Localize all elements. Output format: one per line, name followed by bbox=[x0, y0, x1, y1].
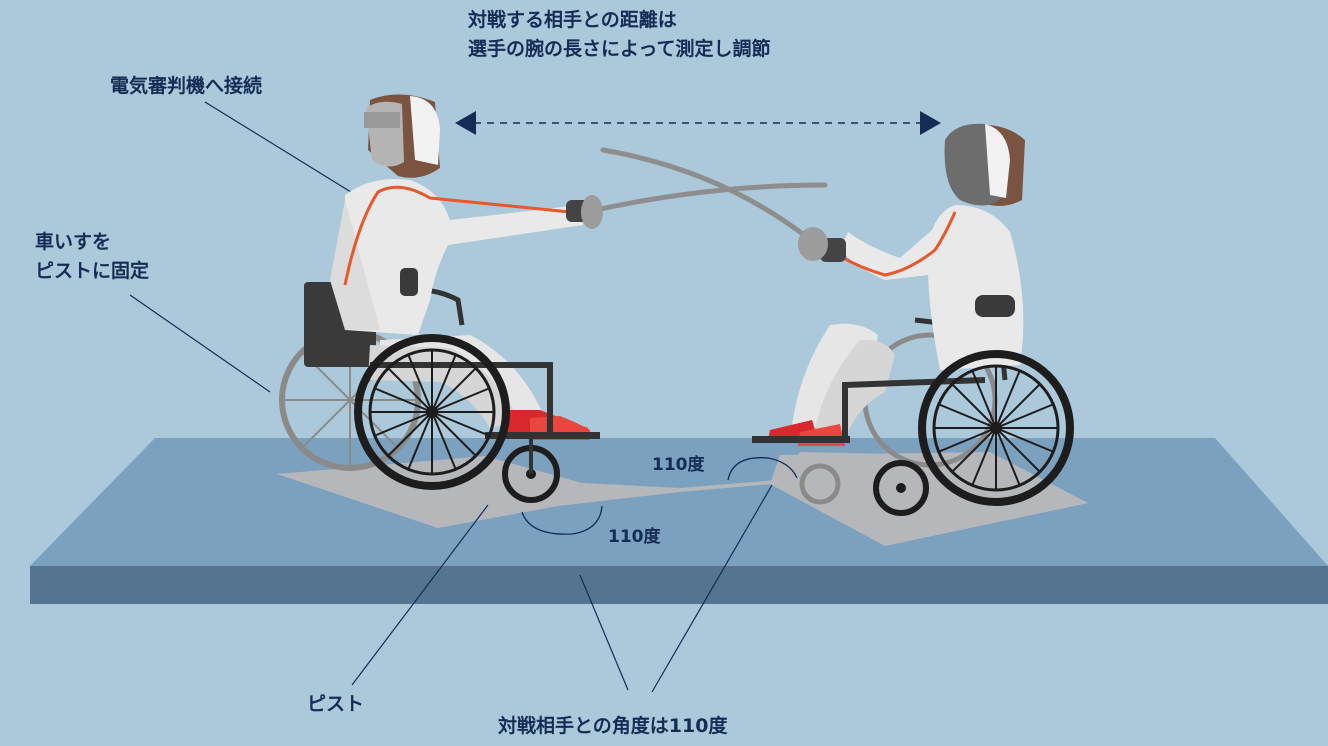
floor-side bbox=[30, 566, 1328, 604]
right-fencer bbox=[752, 123, 1074, 516]
piste-label: ピスト bbox=[307, 693, 365, 715]
angle-caption: 対戦相手との角度は110度 bbox=[498, 715, 728, 737]
distance-caption: 対戦する相手との距離は 選手の腕の長さによって測定し調節 bbox=[468, 6, 770, 64]
left-fencer bbox=[279, 94, 603, 503]
leader-wheelchair bbox=[129, 294, 271, 393]
distance-caption-line2: 選手の腕の長さによって測定し調節 bbox=[468, 38, 771, 60]
distance-caption-line1: 対戦する相手との距離は bbox=[468, 9, 677, 31]
distance-arrow-left-head bbox=[455, 111, 476, 135]
wheelchair-label-line1: 車いすを bbox=[35, 231, 112, 253]
leader-angle-left bbox=[579, 574, 629, 691]
distance-arrow-right-head bbox=[920, 111, 941, 135]
angle-label-upper: 110度 bbox=[652, 455, 705, 475]
blade-left bbox=[593, 182, 828, 213]
leader-angle-right bbox=[651, 484, 773, 693]
leader-piste bbox=[351, 504, 489, 686]
piste-platform-right-main bbox=[770, 452, 1088, 546]
connect-label: 電気審判機へ接続 bbox=[110, 75, 263, 97]
leader-connect bbox=[204, 101, 373, 206]
wheelchair-label-line2: ピストに固定 bbox=[35, 260, 150, 282]
blade-right bbox=[600, 147, 811, 241]
angle-arc-upper bbox=[727, 457, 798, 481]
angle-label-lower: 110度 bbox=[608, 527, 661, 547]
angle-arc-lower bbox=[521, 505, 603, 535]
wheelchair-label: 車いすを ピストに固定 bbox=[35, 228, 149, 286]
